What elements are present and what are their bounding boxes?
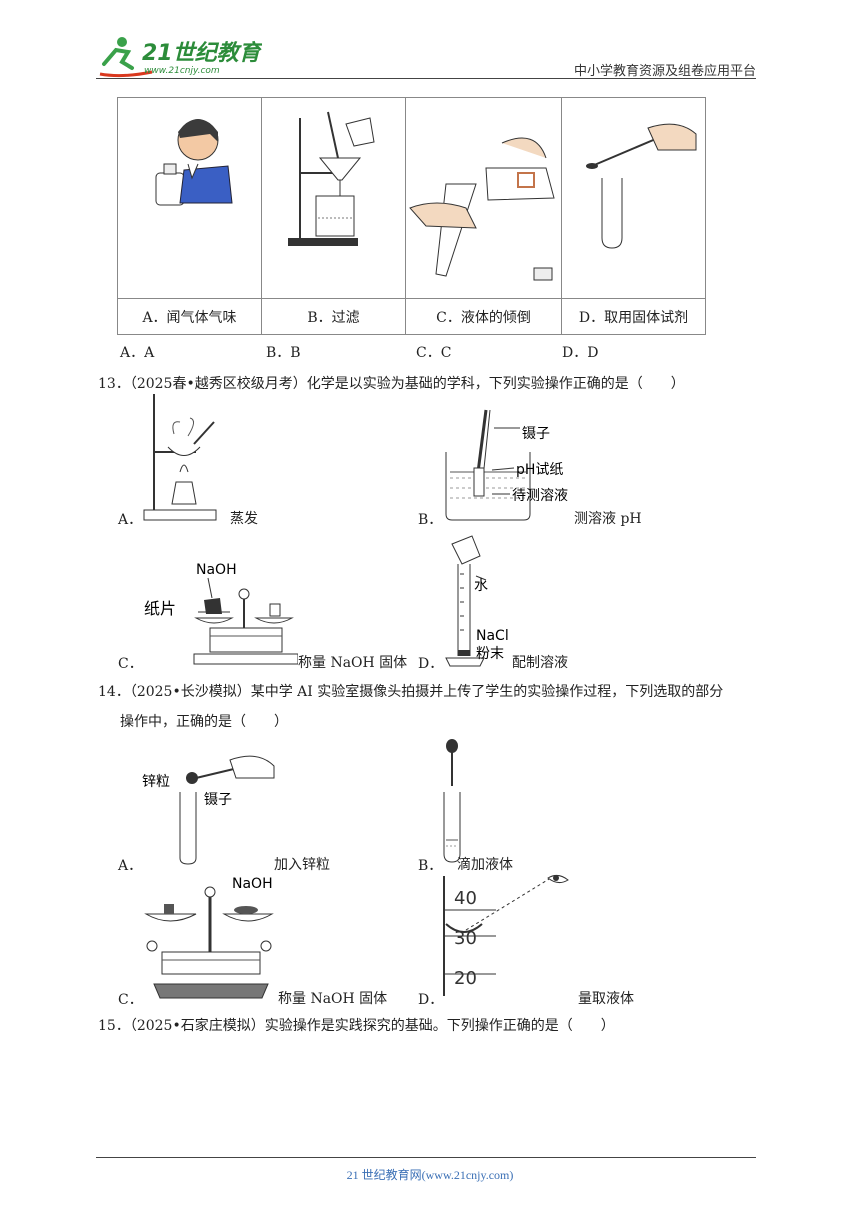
q13-figure-a (140, 392, 230, 526)
platform-title: 中小学教育资源及组卷应用平台 (573, 64, 756, 79)
site-logo: 21世纪教育 www.21cnjy.com (92, 34, 265, 80)
q12-option-c[interactable]: C．C (416, 345, 452, 361)
svg-text:NaOH: NaOH (196, 562, 237, 578)
q14-b-caption: 滴加液体 (457, 857, 513, 873)
q13-a-letter[interactable]: A． (118, 512, 143, 528)
svg-text:40: 40 (454, 888, 477, 909)
q13-b-caption: 测溶液 pH (574, 511, 642, 527)
q14-stem-line1: 14．（2025•长沙模拟）某中学 AI 实验室摄像头拍摄并上传了学生的实验操作… (98, 684, 724, 700)
q13-c-caption: 称量 NaOH 固体 (298, 655, 408, 671)
q12-caption-d: D．取用固体试剂 (561, 298, 706, 335)
svg-text:镊子: 镊子 (204, 792, 232, 808)
svg-text:镊子: 镊子 (522, 426, 550, 442)
q13-stem: 13．（2025春•越秀区校级月考）化学是以实验为基础的学科，下列实验操作正确的… (98, 376, 685, 392)
header-divider (96, 78, 756, 79)
svg-text:pH试纸: pH试纸 (516, 462, 563, 478)
svg-text:锌粒: 锌粒 (142, 774, 170, 790)
q12-figure-d (561, 97, 706, 299)
runner-icon (99, 37, 153, 78)
svg-text:21世纪教育: 21世纪教育 (142, 40, 262, 66)
q12-caption-b: B．过滤 (261, 298, 406, 335)
q14-figure-a: 锌粒 镊子 (140, 744, 280, 872)
q13-d-letter[interactable]: D． (418, 656, 444, 672)
q14-a-letter[interactable]: A． (118, 858, 143, 874)
q14-d-caption: 量取液体 (578, 991, 634, 1007)
q13-figure-c: NaOH 纸片 (140, 558, 299, 670)
footer-link[interactable]: 21 世纪教育网(www.21cnjy.com) (346, 1168, 514, 1182)
q13-d-caption: 配制溶液 (512, 655, 568, 671)
q12-option-b[interactable]: B．B (266, 345, 301, 361)
q14-c-letter[interactable]: C． (118, 992, 143, 1008)
svg-text:粉末: 粉末 (476, 646, 504, 662)
svg-text:30: 30 (454, 928, 477, 949)
q14-figure-b (436, 738, 476, 874)
q12-caption-c: C．液体的倾倒 (405, 298, 562, 335)
q12-figure-c (405, 97, 562, 299)
svg-text:NaOH: NaOH (232, 876, 273, 892)
q12-option-d[interactable]: D．D (562, 345, 599, 361)
q13-figure-b: 镊子 pH试纸 待测溶液 (440, 408, 580, 526)
svg-text:NaCl: NaCl (476, 628, 509, 644)
q13-figure-d: 水 NaCl 粉末 (436, 534, 516, 674)
q12-figure-table: A．闻气体气味 B．过滤 C．液体的倾倒 D．取用固体试剂 (117, 97, 706, 335)
q14-stem-line2: 操作中，正确的是（ ） (120, 714, 288, 730)
q12-figure-a (117, 97, 262, 299)
svg-text:待测溶液: 待测溶液 (512, 488, 568, 504)
svg-text:www.21cnjy.com: www.21cnjy.com (144, 66, 220, 76)
q12-caption-a: A．闻气体气味 (117, 298, 262, 335)
q14-figure-c: NaOH (140, 874, 274, 1006)
q13-a-caption: 蒸发 (230, 511, 258, 527)
q12-figure-b (261, 97, 406, 299)
q15-stem: 15．（2025•石家庄模拟）实验操作是实践探究的基础。下列操作正确的是（ ） (98, 1018, 615, 1034)
q14-b-letter[interactable]: B． (418, 858, 443, 874)
q12-option-a[interactable]: A．A (120, 345, 155, 361)
footer-divider (96, 1157, 756, 1158)
q13-b-letter[interactable]: B． (418, 512, 443, 528)
svg-text:20: 20 (454, 968, 477, 989)
q14-a-caption: 加入锌粒 (274, 857, 330, 873)
q13-c-letter[interactable]: C． (118, 656, 143, 672)
svg-text:纸片: 纸片 (144, 599, 176, 618)
svg-text:水: 水 (474, 578, 488, 594)
q14-c-caption: 称量 NaOH 固体 (278, 991, 388, 1007)
q14-figure-d: 40 30 20 (436, 874, 586, 1002)
q14-d-letter[interactable]: D． (418, 992, 444, 1008)
